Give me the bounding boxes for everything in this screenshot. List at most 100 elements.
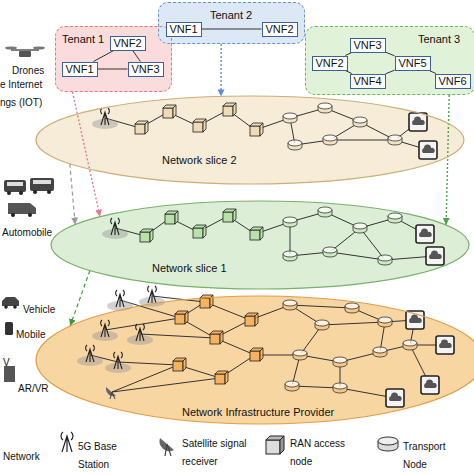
transport-node-top bbox=[403, 340, 417, 346]
tenant-fill bbox=[55, 26, 172, 92]
transport-node-top bbox=[283, 113, 297, 119]
cylinder-top bbox=[378, 437, 398, 445]
transport-node-top bbox=[323, 247, 337, 253]
transport-node-top bbox=[388, 135, 402, 141]
cloud-server bbox=[436, 336, 454, 354]
vnf-box: VNF3 bbox=[350, 38, 386, 53]
ran-node-side bbox=[260, 348, 263, 361]
ran-node bbox=[223, 212, 233, 222]
text-holder: Tenant 2 bbox=[210, 5, 252, 23]
tower-symbol bbox=[61, 432, 73, 452]
legend-text: Network bbox=[3, 451, 40, 462]
vnf-label: VNF2 bbox=[266, 23, 294, 35]
tower-symbol bbox=[101, 108, 110, 125]
ran-node-side bbox=[203, 225, 206, 238]
slice-network bbox=[102, 207, 444, 265]
slice-label: Network slice 2 bbox=[160, 154, 239, 166]
vnf-label: VNF1 bbox=[66, 63, 94, 75]
wheel bbox=[4, 305, 8, 309]
connector bbox=[202, 29, 262, 30]
tenant-heading: Tenant 1 bbox=[62, 33, 104, 45]
tenant-box: Tenant 2VNF1VNF2 bbox=[158, 2, 305, 44]
legend-text: RAN access node bbox=[290, 438, 345, 467]
tower-symbol bbox=[111, 218, 120, 235]
vnf-label: VNF3 bbox=[132, 63, 160, 75]
network-link bbox=[330, 140, 395, 141]
side-label: V bbox=[3, 357, 10, 368]
connector bbox=[133, 51, 141, 62]
bus-body bbox=[4, 180, 26, 192]
legend-item: Satellite signal receiver bbox=[182, 433, 256, 469]
cloud-server bbox=[409, 113, 427, 131]
ran-node bbox=[140, 232, 150, 242]
ran-node bbox=[250, 126, 260, 136]
transport-node-top bbox=[293, 350, 307, 356]
cube-front bbox=[266, 440, 280, 454]
ran-node-side bbox=[185, 311, 188, 324]
cloud-server bbox=[386, 389, 404, 407]
dish-stand bbox=[110, 392, 115, 399]
label-holder: Drones bbox=[12, 60, 44, 78]
wheel bbox=[47, 190, 51, 194]
wheel bbox=[28, 213, 32, 217]
ran-node-side bbox=[150, 229, 153, 242]
ran-node bbox=[210, 334, 220, 344]
ran-node-side bbox=[225, 371, 228, 384]
label-holder: Vehicle bbox=[23, 299, 55, 317]
ran-node-side bbox=[203, 119, 206, 132]
wheel bbox=[19, 191, 23, 195]
wheel bbox=[33, 190, 37, 194]
connector bbox=[73, 92, 100, 217]
drone-arm bbox=[11, 49, 39, 51]
legend-satellite-icon bbox=[160, 438, 174, 456]
vnf-box: VNF6 bbox=[435, 74, 471, 89]
tenant-heading: Tenant 3 bbox=[418, 33, 460, 45]
legend-item: Transport Node bbox=[403, 436, 467, 472]
slice-outline bbox=[35, 95, 465, 185]
vnf-box: VNF1 bbox=[62, 62, 98, 77]
ran-node-side bbox=[220, 331, 223, 344]
slice-label: Network slice 1 bbox=[150, 262, 229, 274]
network-link bbox=[140, 334, 215, 338]
text-holder: Network slice 2 bbox=[160, 150, 239, 168]
vnf-box: VNF4 bbox=[350, 74, 386, 89]
slice-network bbox=[92, 103, 437, 159]
vnf-label: VNF3 bbox=[354, 39, 382, 51]
label-holder: Automobile bbox=[2, 222, 52, 240]
network-link bbox=[330, 252, 385, 260]
slice-label: Network Infrastructure Provider bbox=[180, 406, 336, 418]
text-holder: Tenant 3 bbox=[418, 29, 460, 47]
side-label: Automobile bbox=[2, 227, 52, 238]
tower-symbol bbox=[86, 345, 95, 362]
slice-border bbox=[36, 96, 464, 184]
cloud-server bbox=[426, 247, 444, 265]
drone-rotor bbox=[33, 46, 45, 49]
van-body bbox=[8, 203, 36, 214]
text-holder: Network Infrastructure Provider bbox=[180, 402, 336, 420]
legend-text: Transport Node bbox=[403, 441, 445, 470]
transport-node-top bbox=[333, 357, 347, 363]
side-label: Vehicle bbox=[23, 304, 55, 315]
vnf-box: VNF2 bbox=[110, 36, 146, 51]
car-body bbox=[2, 297, 19, 306]
tower-symbol bbox=[136, 324, 145, 341]
cloud-symbol bbox=[419, 229, 432, 237]
ran-node-side bbox=[173, 105, 176, 118]
bus-window bbox=[7, 182, 23, 186]
connector bbox=[98, 69, 128, 70]
tenant-box: Tenant 3VNF3VNF2VNF4VNF5VNF6 bbox=[305, 26, 474, 95]
building-icon bbox=[4, 366, 15, 382]
cloud-server bbox=[416, 225, 434, 243]
tower-symbol bbox=[148, 286, 157, 303]
bus-body bbox=[30, 178, 54, 191]
transport-node-top bbox=[378, 255, 392, 261]
label-holder: Mobile bbox=[16, 324, 45, 342]
vnf-label: VNF5 bbox=[399, 57, 427, 69]
transport-node-top bbox=[283, 217, 297, 223]
connector bbox=[70, 271, 90, 326]
wheel bbox=[13, 305, 17, 309]
cloud-symbol bbox=[389, 393, 402, 402]
vnf-box: VNF3 bbox=[128, 62, 164, 77]
legend-text: 5G Base Station bbox=[78, 441, 117, 470]
